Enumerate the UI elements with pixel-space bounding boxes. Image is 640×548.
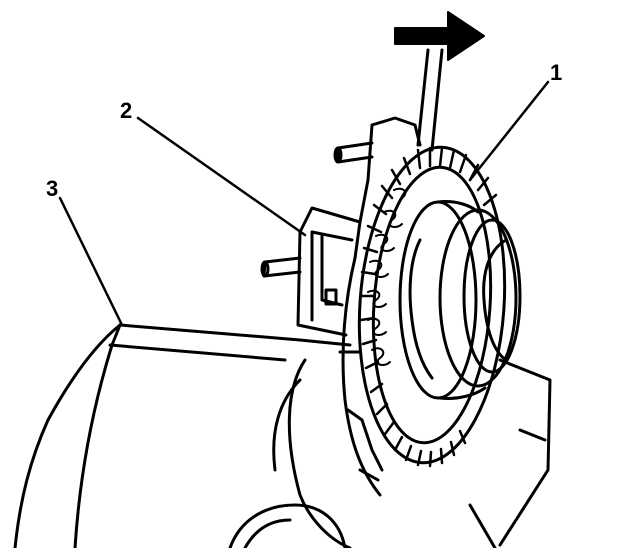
direction-arrow-icon — [394, 11, 485, 61]
sensor-bracket — [296, 206, 362, 337]
leader-line-3 — [58, 196, 124, 327]
callout-1: 1 — [550, 60, 562, 85]
hub-flange — [341, 116, 422, 497]
steering-knuckle — [13, 323, 552, 548]
callout-3: 3 — [46, 176, 58, 201]
leader-lines — [58, 80, 550, 327]
callout-2: 2 — [120, 98, 132, 123]
wheel-studs — [260, 141, 374, 354]
leader-line-2 — [136, 116, 307, 237]
hub-bearing — [398, 200, 522, 400]
tool-handle — [416, 48, 444, 152]
leader-line-1 — [468, 80, 550, 182]
reluctor-ring — [357, 145, 507, 468]
